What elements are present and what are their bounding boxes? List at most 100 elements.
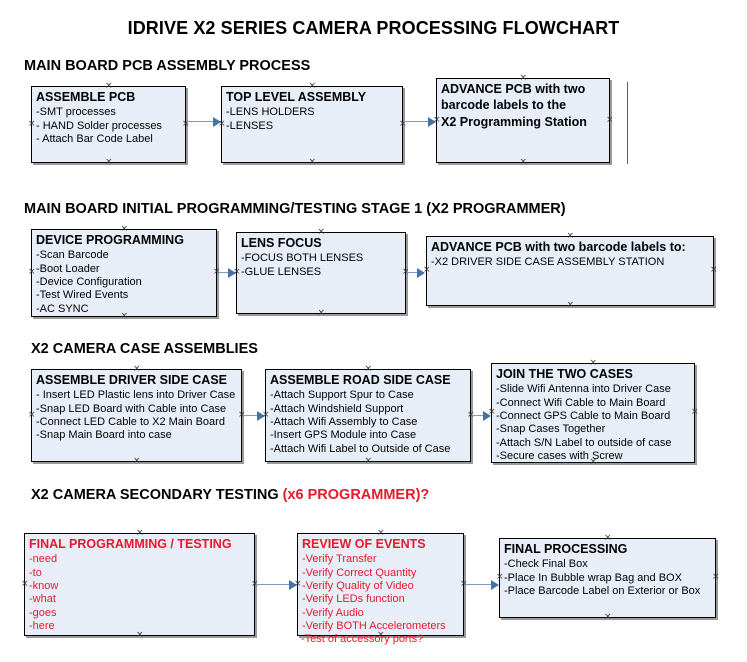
node-advance-pcb-driver-side-station[interactable]: ADVANCE PCB with two barcode labels to: …	[423, 231, 718, 310]
connection-handle-left[interactable]: ×	[21, 578, 29, 589]
connection-handle-top[interactable]: ×	[604, 533, 612, 543]
connector-line	[187, 121, 220, 123]
node-line: -Verify Quality of Video	[302, 580, 414, 593]
connection-handle-right[interactable]: ×	[399, 118, 407, 129]
node-advance-pcb-driver-side-station-content: ADVANCE PCB with two barcode labels to: …	[427, 237, 713, 270]
connection-handle-left[interactable]: ×	[233, 267, 241, 277]
node-line: - Insert LED Plastic lens into Driver Ca…	[36, 389, 236, 402]
node-line: -Connect Wifi Cable to Main Board	[496, 396, 666, 409]
node-final-processing[interactable]: FINAL PROCESSING -Check Final Box -Place…	[496, 533, 720, 622]
node-join-the-two-cases[interactable]: JOIN THE TWO CASES -Slide Wifi Antenna i…	[488, 358, 699, 467]
connection-handle-top[interactable]: ×	[105, 81, 113, 91]
connection-handle-left[interactable]: ×	[423, 265, 431, 275]
connection-handle-top[interactable]: ×	[377, 528, 385, 538]
connector-line	[404, 121, 435, 123]
connection-handle-right[interactable]: ×	[691, 407, 699, 417]
node-assemble-road-side-case[interactable]: ASSEMBLE ROAD SIDE CASE -Attach Support …	[262, 364, 475, 466]
connection-handle-top[interactable]: ×	[589, 358, 598, 368]
section-heading-4-text: X2 CAMERA SECONDARY TESTING	[31, 487, 283, 503]
connection-handle-bottom[interactable]: ×	[364, 456, 373, 466]
node-lens-focus-content: LENS FOCUS -FOCUS BOTH LENSES -GLUE LENS…	[237, 233, 405, 279]
connection-handle-bottom[interactable]: ×	[317, 308, 326, 318]
section-heading-2: MAIN BOARD INITIAL PROGRAMMING/TESTING S…	[24, 201, 566, 217]
connection-handle-right[interactable]: ×	[213, 267, 221, 277]
node-line: -here	[29, 620, 55, 633]
node-title: ASSEMBLE ROAD SIDE CASE	[270, 373, 451, 387]
node-title: FINAL PROCESSING	[504, 542, 628, 556]
connector-line	[218, 272, 235, 274]
node-assemble-driver-side-case[interactable]: ASSEMBLE DRIVER SIDE CASE - Insert LED P…	[28, 364, 246, 466]
connection-handle-top[interactable]: ×	[566, 231, 575, 241]
connection-handle-top[interactable]: ×	[308, 81, 317, 91]
node-join-the-two-cases-content: JOIN THE TWO CASES -Slide Wifi Antenna i…	[492, 364, 694, 464]
node-line: -Scan Barcode	[36, 249, 109, 262]
node-line: -need	[29, 553, 58, 566]
connection-handle-bottom[interactable]: ×	[105, 157, 113, 167]
connection-handle-left[interactable]: ×	[28, 409, 36, 420]
node-final-programming-testing[interactable]: FINAL PROGRAMMING / TESTING -need -to -k…	[21, 528, 259, 640]
connection-handle-top[interactable]: ×	[317, 227, 326, 237]
connection-handle-bottom[interactable]: ×	[136, 630, 144, 640]
connection-handle-left[interactable]: ×	[218, 118, 226, 129]
node-line: -Secure cases with Screw	[496, 450, 623, 463]
connection-handle-bottom[interactable]: ×	[589, 457, 598, 467]
node-line: -Device Configuration	[36, 276, 142, 289]
node-device-programming[interactable]: DEVICE PROGRAMMING -Scan Barcode -Boot L…	[28, 224, 221, 321]
node-title: DEVICE PROGRAMMING	[36, 233, 184, 247]
node-title: LENS FOCUS	[241, 236, 322, 250]
node-advance-pcb-programming-station[interactable]: ADVANCE PCB with two barcode labels to t…	[433, 73, 614, 167]
node-line: -Boot Loader	[36, 262, 100, 275]
section-heading-3: X2 CAMERA CASE ASSEMBLIES	[31, 341, 258, 357]
node-device-programming-content: DEVICE PROGRAMMING -Scan Barcode -Boot L…	[32, 230, 216, 316]
node-title: FINAL PROGRAMMING / TESTING	[29, 537, 232, 551]
connection-handle-right[interactable]: ×	[606, 114, 614, 125]
connection-handle-top[interactable]: ×	[519, 73, 528, 83]
connection-handle-right[interactable]: ×	[182, 118, 190, 129]
connection-handle-right[interactable]: ×	[712, 572, 720, 582]
node-line: -Verify Correct Quantity	[302, 566, 417, 579]
connector-lensfocus-to-advance2	[407, 268, 425, 278]
divider-line-right-1	[627, 82, 629, 164]
connection-handle-left[interactable]: ×	[28, 267, 36, 277]
connection-handle-bottom[interactable]: ×	[519, 157, 528, 167]
node-line: -Attach Wifi Assembly to Case	[270, 416, 418, 429]
node-line: -Verify Audio	[302, 606, 364, 619]
node-assemble-driver-side-case-content: ASSEMBLE DRIVER SIDE CASE - Insert LED P…	[32, 370, 241, 443]
connection-handle-left[interactable]: ×	[496, 572, 504, 582]
connection-handle-left[interactable]: ×	[488, 407, 496, 417]
connection-handle-top[interactable]: ×	[136, 528, 144, 538]
connection-handle-left[interactable]: ×	[294, 578, 302, 589]
node-top-level-assembly[interactable]: TOP LEVEL ASSEMBLY -LENS HOLDERS -LENSES…	[218, 81, 407, 167]
connection-handle-left[interactable]: ×	[262, 409, 270, 420]
connection-handle-top[interactable]: ×	[120, 224, 129, 234]
connection-handle-top[interactable]: ×	[364, 364, 373, 374]
node-line: - HAND Solder processes	[36, 119, 162, 132]
connection-handle-right[interactable]: ×	[710, 265, 718, 275]
connection-handle-left[interactable]: ×	[433, 114, 441, 125]
node-title: JOIN THE TWO CASES	[496, 367, 633, 381]
connection-handle-top[interactable]: ×	[133, 364, 141, 374]
node-line: -Attach Windshield Support	[270, 402, 404, 415]
node-line: -LENSES	[226, 119, 274, 132]
connector-finalprog-to-review	[256, 580, 297, 590]
connection-handle-bottom[interactable]: ×	[133, 456, 141, 466]
connection-handle-right[interactable]: ×	[238, 409, 246, 420]
node-line: -what	[29, 593, 56, 606]
connection-handle-right[interactable]: ×	[460, 578, 468, 589]
node-lens-focus[interactable]: LENS FOCUS -FOCUS BOTH LENSES -GLUE LENS…	[233, 227, 410, 318]
connection-handle-right[interactable]: ×	[467, 409, 475, 420]
node-title: ADVANCE PCB with two barcode labels to:	[431, 240, 686, 254]
node-line: -Attach Wifi Label to Outside of Case	[270, 442, 451, 455]
node-review-of-events[interactable]: REVIEW OF EVENTS -Verify Transfer -Verif…	[294, 528, 468, 640]
connection-handle-right[interactable]: ×	[402, 267, 410, 277]
connection-handle-bottom[interactable]: ×	[308, 157, 317, 167]
node-line: -Test Wired Events	[36, 289, 129, 302]
connection-handle-bottom[interactable]: ×	[566, 300, 575, 310]
connection-handle-bottom[interactable]: ×	[377, 630, 385, 640]
connection-handle-bottom[interactable]: ×	[604, 612, 612, 622]
connection-handle-right[interactable]: ×	[251, 578, 259, 589]
connection-handle-left[interactable]: ×	[28, 118, 36, 129]
node-line: -Insert GPS Module into Case	[270, 429, 417, 442]
connection-handle-bottom[interactable]: ×	[120, 311, 129, 321]
node-assemble-pcb[interactable]: ASSEMBLE PCB -SMT processes - HAND Solde…	[28, 81, 190, 167]
